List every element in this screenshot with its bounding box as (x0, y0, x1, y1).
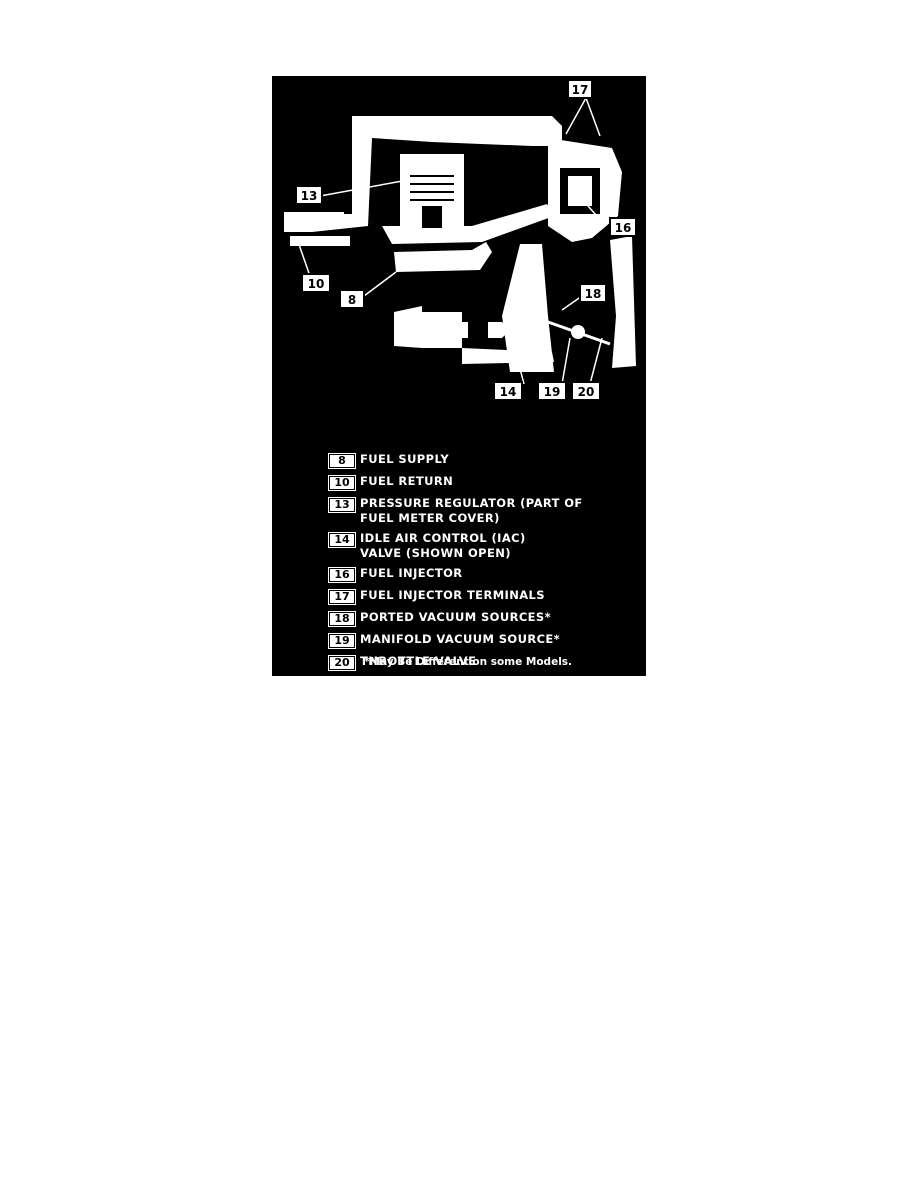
fuel-supply-inlet (394, 242, 492, 272)
callout-16-label: 16 (615, 221, 632, 235)
callout-10: 10 (301, 273, 331, 293)
tbi-unit-cutaway-diagram: 17 13 16 10 8 18 14 19 (284, 79, 637, 401)
callout-17-label: 17 (572, 83, 589, 97)
legend-item: 13 PRESSURE REGULATOR (PART OF FUEL METE… (327, 496, 628, 526)
injector-coil-inner (568, 176, 592, 206)
leader-lines (295, 97, 605, 385)
legend-number: 17 (327, 588, 357, 606)
legend-label: FUEL RETURN (360, 474, 454, 488)
iac-valve-stem (422, 312, 510, 348)
legend-number: 16 (327, 566, 357, 584)
legend-label: FUEL INJECTOR TERMINALS (360, 588, 545, 602)
fuel-return-outlet-pipe (284, 212, 344, 222)
legend-item: 19 MANIFOLD VACUUM SOURCE* (327, 632, 628, 650)
fuel-supply-passage (382, 204, 554, 244)
legend-number: 20 (327, 654, 357, 672)
callout-18: 18 (579, 283, 607, 303)
fuel-return-passage (284, 116, 562, 232)
callout-13-label: 13 (301, 189, 318, 203)
callout-14-label: 14 (500, 385, 517, 399)
callout-19-label: 19 (544, 385, 561, 399)
callout-16: 16 (609, 217, 637, 237)
legend-item: 14 IDLE AIR CONTROL (IAC) VALVE (SHOWN O… (327, 531, 628, 561)
diagram-panel: 17 13 16 10 8 18 14 19 (272, 76, 646, 676)
legend-label: FUEL SUPPLY (360, 452, 450, 466)
callout-20: 20 (571, 381, 601, 401)
callout-13: 13 (295, 185, 323, 205)
legend-number: 18 (327, 610, 357, 628)
callout-17: 17 (567, 79, 593, 99)
regulator-spring (410, 175, 454, 201)
legend-number: 13 (327, 496, 357, 514)
legend: 8 FUEL SUPPLY 10 FUEL RETURN 13 PRESSURE… (327, 452, 628, 676)
throttle-shaft (571, 325, 585, 339)
iac-air-passage (462, 348, 554, 364)
throttle-bore-left-wall (502, 244, 554, 372)
legend-item: 16 FUEL INJECTOR (327, 566, 628, 584)
legend-label: MANIFOLD VACUUM SOURCE* (360, 632, 561, 646)
callout-18-label: 18 (585, 287, 602, 301)
legend-number: 10 (327, 474, 357, 492)
legend-label: PRESSURE REGULATOR (PART OF FUEL METER C… (360, 496, 583, 525)
throttle-bore-right-wall (610, 236, 636, 368)
legend-label: FUEL INJECTOR (360, 566, 463, 580)
fuel-supply-inlet-pipe (290, 236, 350, 246)
legend-label: PORTED VACUUM SOURCES* (360, 610, 552, 624)
legend-label: IDLE AIR CONTROL (IAC) VALVE (SHOWN OPEN… (360, 531, 526, 560)
iac-valve-coil (468, 320, 488, 340)
legend-number: 8 (327, 452, 357, 470)
legend-item: 18 PORTED VACUUM SOURCES* (327, 610, 628, 628)
callout-19: 19 (537, 381, 567, 401)
legend-item: 8 FUEL SUPPLY (327, 452, 628, 470)
legend-number: 19 (327, 632, 357, 650)
iac-valve-body (394, 306, 422, 348)
callout-8: 8 (339, 289, 365, 309)
callout-20-label: 20 (578, 385, 595, 399)
legend-item: 20 THROTTLE VALVE (327, 654, 628, 672)
legend-item: 17 FUEL INJECTOR TERMINALS (327, 588, 628, 606)
legend-label: THROTTLE VALVE (360, 654, 477, 668)
callout-8-label: 8 (348, 293, 356, 307)
legend-item: 10 FUEL RETURN (327, 474, 628, 492)
callout-14: 14 (493, 381, 523, 401)
footnote: *May Be Different on some Models. (364, 656, 573, 668)
callout-10-label: 10 (308, 277, 325, 291)
legend-number: 14 (327, 531, 357, 549)
regulator-diaphragm (422, 206, 442, 228)
